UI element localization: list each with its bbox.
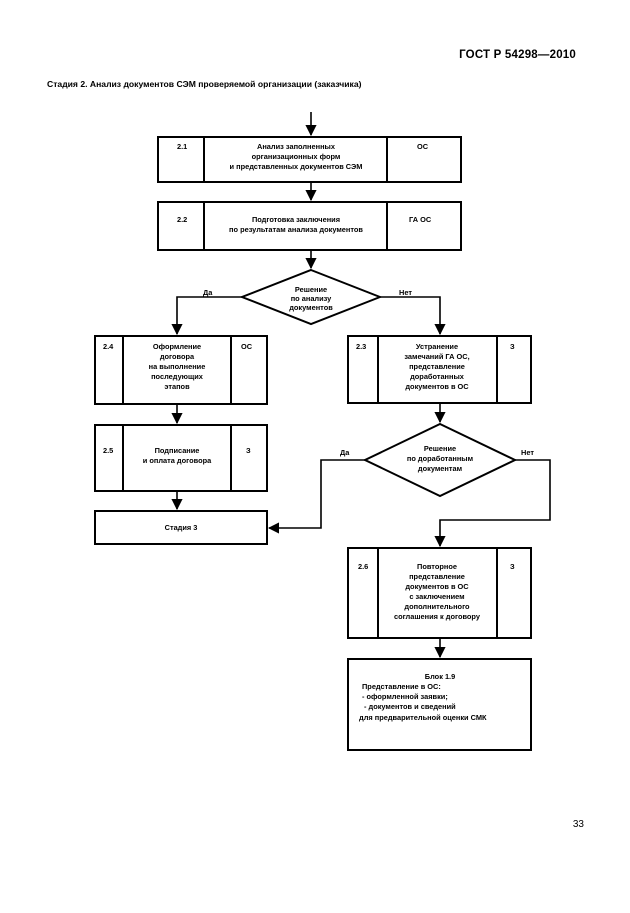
block-2-1-responsible: ОС bbox=[417, 142, 429, 151]
block-2-6-line-1: Повторное bbox=[417, 562, 457, 571]
block-2-5-number: 2.5 bbox=[103, 446, 113, 455]
block-2-4 bbox=[94, 335, 268, 405]
decision-1-line-1: Решение bbox=[295, 285, 327, 294]
block-2-2-number: 2.2 bbox=[177, 215, 187, 224]
block-2-6-number: 2.6 bbox=[358, 562, 368, 571]
block-1-9-line-4: - документов и сведений bbox=[364, 702, 456, 711]
decision-2-line-1: Решение bbox=[424, 444, 456, 453]
block-2-6-line-5: дополнительного bbox=[404, 602, 470, 611]
page-number: 33 bbox=[572, 819, 584, 830]
decision-1-line-2: по анализу bbox=[291, 294, 332, 303]
stage-title: Стадия 2. Анализ документов СЭМ проверяе… bbox=[47, 79, 362, 89]
block-2-6-line-4: с заключением bbox=[409, 592, 464, 601]
block-2-5-line-2: и оплата договора bbox=[143, 456, 212, 465]
block-2-3-line-2: замечаний ГА ОС, bbox=[404, 352, 469, 361]
block-2-3-responsible: З bbox=[510, 342, 515, 351]
block-2-2-responsible: ГА ОС bbox=[409, 215, 432, 224]
decision-2-text: Решение по доработанным документам Да Не… bbox=[340, 444, 534, 473]
decision-2-no-label: Нет bbox=[521, 448, 534, 457]
decision-1-no-label: Нет bbox=[399, 288, 412, 297]
block-2-6-line-2: представление bbox=[409, 572, 465, 581]
block-2-6-line-3: документов в ОС bbox=[405, 582, 469, 591]
connectors bbox=[171, 112, 551, 659]
block-2-4-text: 2.4 Оформление договора на выполнение по… bbox=[103, 342, 253, 391]
block-2-3-line-4: доработанных bbox=[410, 372, 465, 381]
decision-2-line-2: по доработанным bbox=[407, 454, 473, 463]
stage-3-box bbox=[94, 510, 268, 545]
decision-1-text: Решение по анализу документов Да Нет bbox=[203, 285, 412, 312]
block-2-1-line-1: Анализ заполненных bbox=[257, 142, 336, 151]
block-2-2-text: 2.2 Подготовка заключения по результатам… bbox=[177, 215, 432, 234]
block-2-5-line-1: Подписание bbox=[155, 446, 200, 455]
block-1-9-text: Блок 1.9 Представление в ОС: - оформленн… bbox=[359, 672, 487, 722]
block-2-4-number: 2.4 bbox=[103, 342, 114, 351]
block-1-9 bbox=[347, 658, 532, 751]
block-2-2-line-1: Подготовка заключения bbox=[252, 215, 340, 224]
decision-1 bbox=[239, 268, 383, 326]
block-2-3-line-3: представление bbox=[409, 362, 465, 371]
block-2-3-text: 2.3 Устранение замечаний ГА ОС, представ… bbox=[356, 342, 515, 391]
block-2-2 bbox=[157, 201, 462, 251]
block-2-1 bbox=[157, 136, 462, 183]
block-2-4-responsible: ОС bbox=[241, 342, 253, 351]
block-2-6-responsible: З bbox=[510, 562, 515, 571]
block-2-1-number: 2.1 bbox=[177, 142, 187, 151]
block-2-5-text: 2.5 Подписание и оплата договора З bbox=[103, 446, 251, 465]
block-2-4-line-1: Оформление bbox=[153, 342, 201, 351]
block-2-3-number: 2.3 bbox=[356, 342, 366, 351]
block-2-3-line-5: документов в ОС bbox=[405, 382, 469, 391]
decision-1-yes-label: Да bbox=[203, 288, 213, 297]
block-2-3-line-1: Устранение bbox=[416, 342, 458, 351]
block-1-9-line-3: - оформленной заявки; bbox=[362, 692, 448, 701]
block-1-9-line-1: Блок 1.9 bbox=[425, 672, 455, 681]
stage-3-label: Стадия 3 bbox=[165, 523, 198, 532]
decision-2-line-3: документам bbox=[418, 464, 462, 473]
decision-1-line-3: документов bbox=[289, 303, 333, 312]
block-2-4-line-5: этапов bbox=[164, 382, 190, 391]
block-2-5 bbox=[94, 424, 268, 492]
block-2-6-text: 2.6 Повторное представление документов в… bbox=[358, 562, 515, 621]
block-2-4-line-2: договора bbox=[160, 352, 195, 361]
block-1-9-line-5: для предварительной оценки СМК bbox=[359, 713, 487, 722]
block-2-4-line-3: на выполнение bbox=[149, 362, 206, 371]
block-2-1-line-2: организационных форм bbox=[252, 152, 341, 161]
block-2-6-line-6: соглашения к договору bbox=[394, 612, 481, 621]
block-2-1-text: 2.1 Анализ заполненных организационных ф… bbox=[177, 142, 429, 171]
decision-2-yes-label: Да bbox=[340, 448, 350, 457]
block-1-9-line-2: Представление в ОС: bbox=[362, 682, 441, 691]
document-header: ГОСТ Р 54298—2010 bbox=[459, 49, 576, 61]
block-2-5-responsible: З bbox=[246, 446, 251, 455]
block-2-2-line-2: по результатам анализа документов bbox=[229, 225, 363, 234]
decision-2 bbox=[362, 422, 518, 498]
block-2-4-line-4: последующих bbox=[151, 372, 204, 381]
block-2-1-line-3: и представленных документов СЭМ bbox=[230, 162, 363, 171]
